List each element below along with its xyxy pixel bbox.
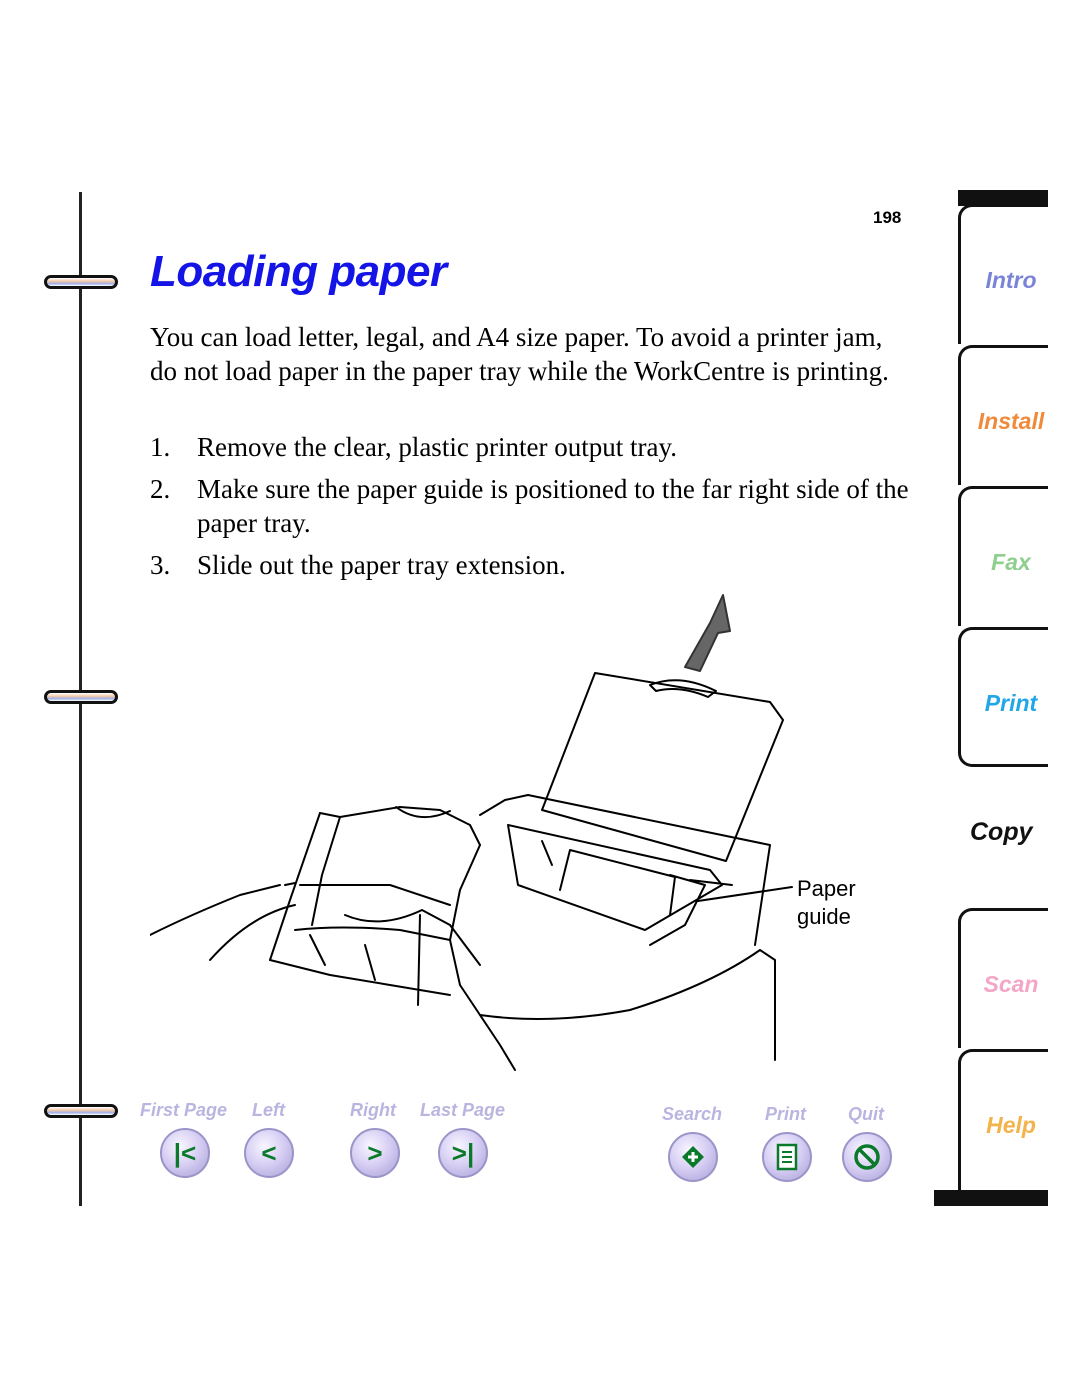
step-number: 1. xyxy=(150,432,171,462)
callout-line: guide xyxy=(797,904,851,929)
intro-paragraph: You can load letter, legal, and A4 size … xyxy=(150,322,889,386)
first-page-button[interactable]: |< xyxy=(160,1128,210,1178)
last-page-button[interactable]: >| xyxy=(438,1128,488,1178)
right-button[interactable]: > xyxy=(350,1128,400,1178)
right-label: Right xyxy=(350,1100,396,1120)
step-number: 2. xyxy=(150,474,171,504)
tab-fax[interactable]: Fax xyxy=(958,486,1048,626)
tab-bar-bottom xyxy=(934,1190,1048,1206)
steps-list: 1. Remove the clear, plastic printer out… xyxy=(150,430,910,590)
tab-copy[interactable]: Copy xyxy=(970,818,1033,846)
tab-print[interactable]: Print xyxy=(958,627,1048,767)
paper-guide-callout: Paper guide xyxy=(797,875,856,931)
search-button[interactable] xyxy=(668,1132,718,1182)
step-number: 3. xyxy=(150,550,171,580)
step-text: Remove the clear, plastic printer output… xyxy=(197,432,678,462)
left-arrow-icon: < xyxy=(261,1137,277,1168)
left-button[interactable]: < xyxy=(244,1128,294,1178)
tab-install-label: Install xyxy=(977,408,1045,434)
print-button[interactable] xyxy=(762,1132,812,1182)
last-page-label: Last Page xyxy=(420,1100,506,1120)
step-text: Slide out the paper tray extension. xyxy=(197,550,566,580)
tab-fax-label: Fax xyxy=(991,549,1031,575)
binder-ring xyxy=(44,275,118,289)
quit-label: Quit xyxy=(848,1104,884,1124)
step-text: Make sure the paper guide is positioned … xyxy=(197,474,909,538)
last-page-icon: >| xyxy=(451,1137,475,1168)
quit-icon xyxy=(854,1144,880,1170)
right-arrow-icon: > xyxy=(367,1137,383,1168)
print-icon xyxy=(776,1143,798,1171)
tab-bar-top xyxy=(958,190,1048,206)
arrow-up-icon xyxy=(684,594,731,672)
first-page-label: First Page xyxy=(140,1100,228,1120)
first-page-icon: |< xyxy=(173,1137,197,1168)
section-tabs: Intro Install Fax Print Copy Scan Help xyxy=(934,190,1048,1206)
printer-illustration xyxy=(150,594,793,1071)
print-label: Print xyxy=(765,1104,807,1124)
binder-ring xyxy=(44,1104,118,1118)
tab-install[interactable]: Install xyxy=(958,345,1048,485)
tab-intro-label: Intro xyxy=(985,267,1037,293)
tab-print-label: Print xyxy=(984,690,1038,716)
left-label: Left xyxy=(252,1100,285,1120)
tab-help-label: Help xyxy=(986,1112,1036,1138)
page-number: 198 xyxy=(873,208,902,227)
search-label: Search xyxy=(662,1104,723,1124)
tab-scan[interactable]: Scan xyxy=(958,908,1048,1048)
search-icon xyxy=(682,1146,704,1168)
page-title: Loading paper xyxy=(150,247,447,296)
tab-help[interactable]: Help xyxy=(958,1049,1048,1194)
callout-line: Paper xyxy=(797,876,856,901)
list-item: 1. Remove the clear, plastic printer out… xyxy=(150,430,910,464)
tab-intro[interactable]: Intro xyxy=(958,204,1048,344)
quit-button[interactable] xyxy=(842,1132,892,1182)
list-item: 2. Make sure the paper guide is position… xyxy=(150,472,910,540)
list-item: 3. Slide out the paper tray extension. xyxy=(150,548,910,582)
tab-scan-label: Scan xyxy=(983,971,1039,997)
binder-ring xyxy=(44,690,118,704)
